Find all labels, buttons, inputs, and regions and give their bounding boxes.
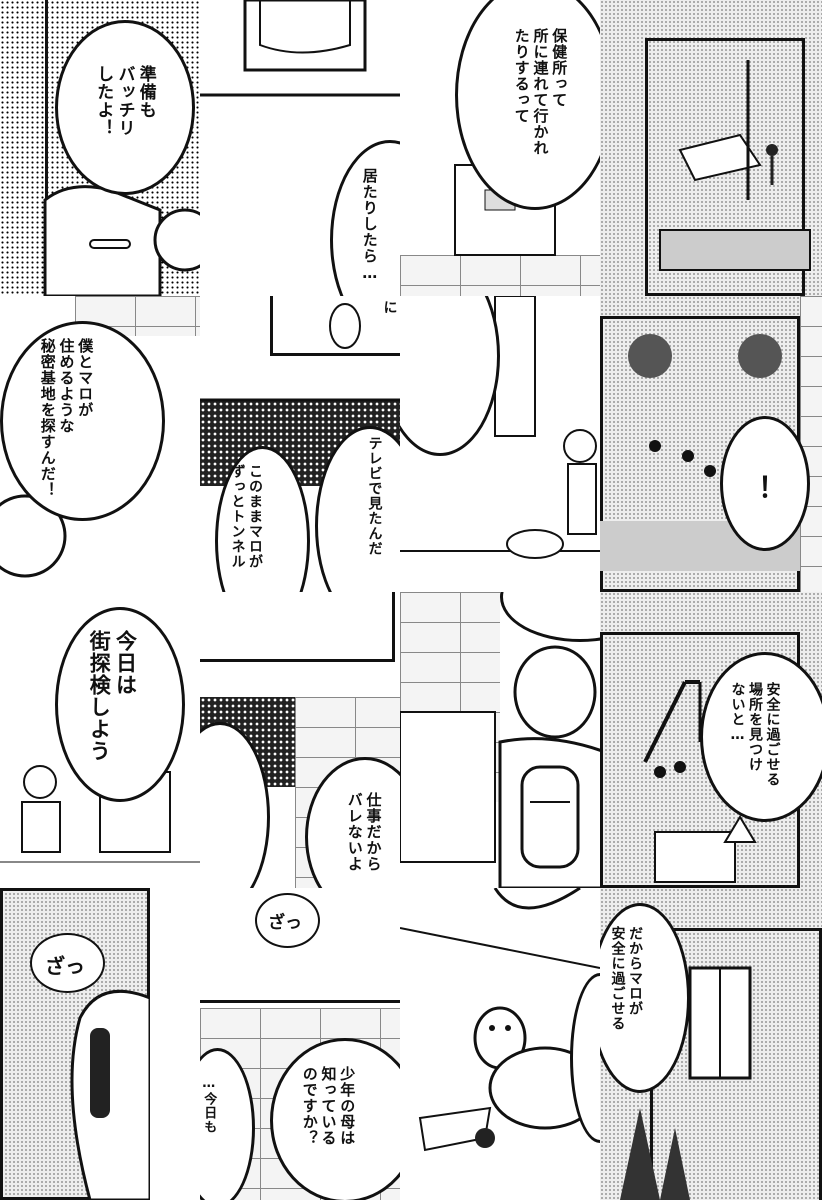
panel-junbi: 準備も バッチリ したよ！ [0, 0, 200, 296]
panel-building: だからマロが 安全に過ごせる [600, 888, 822, 1200]
dog-illustration [200, 303, 400, 402]
boy-illustration [200, 0, 400, 97]
speech-dakara: だからマロが 安全に過ごせる [609, 926, 644, 1031]
panel-konomama: に このままマロが ずっとトンネル テレビで見たんだ [200, 296, 400, 592]
panel-himitsu: 僕とマロが 住めるような 秘密基地を探すんだ！ [0, 296, 200, 592]
panel-itari: 居たりしたら… [200, 0, 400, 296]
speech-kyoumo: …今日も [201, 1076, 217, 1134]
sfx-bubble [30, 933, 105, 993]
speech-junbi: 準備も バッチリ したよ！ [93, 65, 156, 137]
panel-walk [400, 296, 600, 592]
speech-bubble [55, 607, 185, 802]
panel-kyou: 今日は 街探検しよう [0, 592, 200, 888]
speech-bubble [700, 652, 822, 822]
speech-hokenjo: 保健所って 所に連れて行かれ たりするって [512, 28, 569, 156]
speech-bubble [270, 1038, 400, 1200]
sfx-bubble [255, 893, 320, 948]
panel-slide: 安全に過ごせる 場所を見つけ ないと… [600, 592, 822, 888]
sfx-za-2: ざっ [268, 913, 302, 933]
exclaim-mark: ！ [758, 471, 787, 504]
backpack-illustration [43, 185, 200, 296]
panel-park-kids: ！ [600, 296, 822, 592]
speech-himitsu: 僕とマロが 住めるような 秘密基地を探すんだ！ [38, 338, 95, 498]
sfx-za-1: ざっ [45, 954, 85, 978]
speech-shounen: 少年の母は 知っている のですか？ [300, 1066, 357, 1146]
panel-dog [400, 888, 600, 1200]
panel-za: ざっ [0, 888, 200, 1200]
speech-bubble [720, 416, 810, 551]
backpack-illustration [400, 645, 600, 888]
speech-kyou: 今日は 街探検しよう [87, 630, 138, 762]
speech-bubble [455, 0, 600, 210]
panel-backpack-boy [400, 592, 600, 888]
speech-shigoto: 仕事だから バレないよ [345, 792, 383, 872]
speech-bubble [55, 20, 195, 195]
speech-bubble [0, 321, 165, 521]
speech-bubble [215, 446, 310, 592]
panel-hokenjo: 保健所って 所に連れて行かれ たりするって [400, 0, 600, 296]
panel-shigoto: 仕事だから バレないよ [200, 592, 400, 888]
speech-bubble [600, 903, 690, 1093]
speech-anzen: 安全に過ごせる 場所を見つけ ないと… [729, 682, 781, 787]
panel-shounen: ざっ …今日も 少年の母は 知っている のですか？ [200, 888, 400, 1200]
speech-konomama: このままマロが ずっとトンネル [229, 464, 264, 569]
speech-ni: に [381, 300, 398, 315]
speech-terebi: テレビで見たんだ [366, 436, 383, 556]
panel-playground [600, 0, 822, 296]
speech-itari: 居たりしたら… [360, 168, 379, 283]
